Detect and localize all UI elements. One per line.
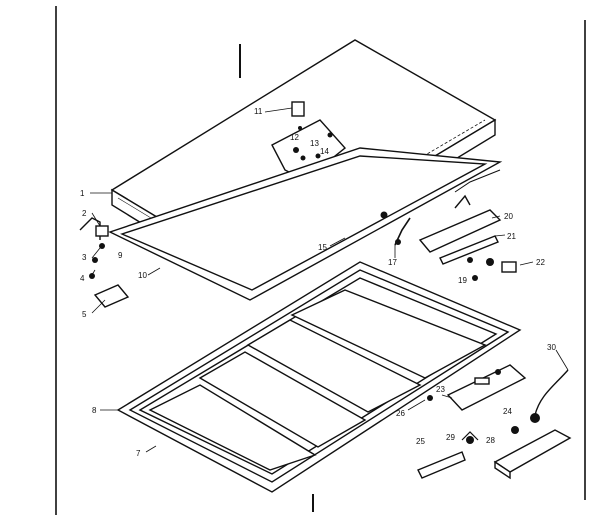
light-assembly xyxy=(427,369,569,434)
callout-17: 17 xyxy=(388,258,397,267)
callout-15: 15 xyxy=(318,243,327,252)
callout-24: 24 xyxy=(503,407,512,416)
callout-28: 28 xyxy=(486,436,495,445)
leader-lines xyxy=(89,107,569,453)
callout-11: 11 xyxy=(254,107,263,116)
callout-1: 1 xyxy=(80,189,85,198)
callout-9: 9 xyxy=(118,251,123,260)
callout-13: 13 xyxy=(310,139,319,148)
compartment-panels xyxy=(148,289,487,471)
control-panel xyxy=(446,364,527,411)
callout-29: 29 xyxy=(446,433,455,442)
callout-2: 2 xyxy=(82,209,87,218)
callout-12: 12 xyxy=(290,133,299,142)
callout-20: 20 xyxy=(504,212,513,221)
screw xyxy=(293,147,299,153)
callout-21: 21 xyxy=(507,232,516,241)
lock-bracket xyxy=(291,101,305,117)
lid-liner-frame xyxy=(108,147,503,301)
callout-19: 19 xyxy=(458,276,467,285)
callout-5: 5 xyxy=(82,310,87,319)
callout-7: 7 xyxy=(136,449,141,458)
screw xyxy=(300,155,306,161)
callout-3: 3 xyxy=(82,253,87,262)
callout-8: 8 xyxy=(92,406,97,415)
callout-23: 23 xyxy=(436,385,445,394)
callout-25: 25 xyxy=(416,437,425,446)
callout-10: 10 xyxy=(138,271,147,280)
screw xyxy=(327,132,333,138)
callout-22: 22 xyxy=(536,258,545,267)
callout-4: 4 xyxy=(80,274,85,283)
callout-30: 30 xyxy=(547,343,556,352)
callout-14: 14 xyxy=(320,147,329,156)
callout-26: 26 xyxy=(396,409,405,418)
handle-latch-hardware xyxy=(380,169,517,281)
screw xyxy=(298,126,302,130)
screw xyxy=(315,153,321,159)
lower-handle-parts xyxy=(417,429,572,480)
